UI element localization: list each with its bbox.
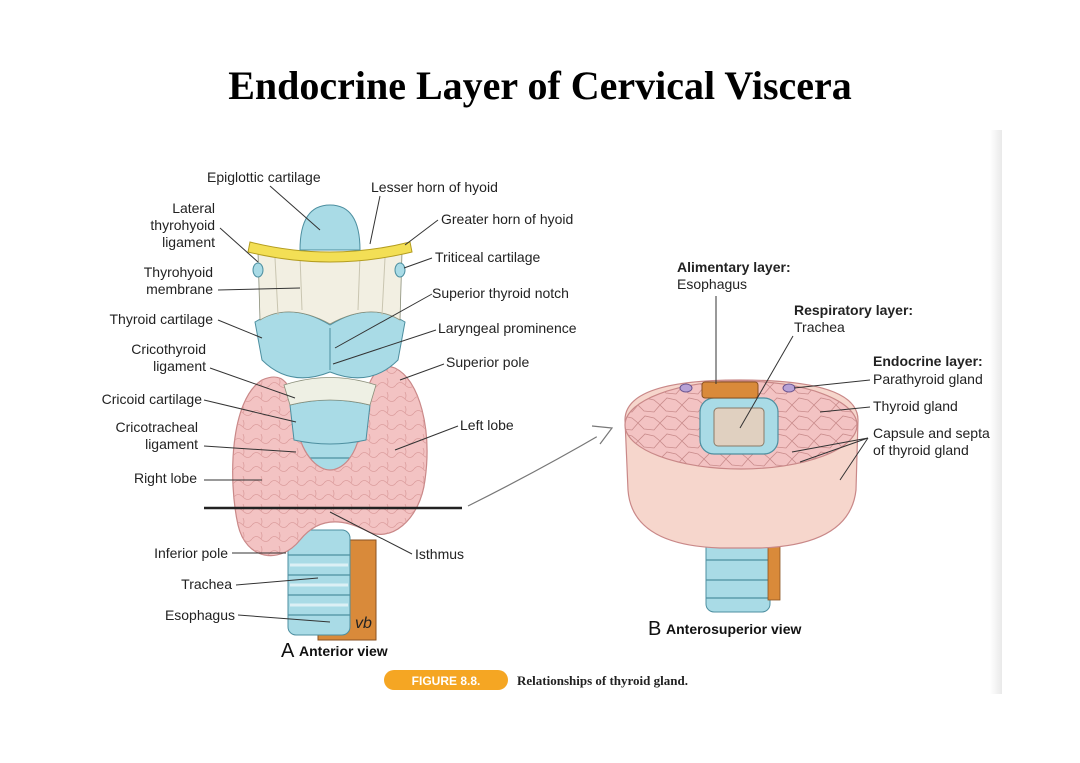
connector-arrow bbox=[467, 431, 606, 507]
label-capsule-line2: of thyroid gland bbox=[873, 442, 969, 458]
label-lateral-line1: Lateral bbox=[172, 200, 215, 216]
esophagus-section bbox=[701, 381, 759, 399]
figure-caption: FIGURE 8.8. Relationships of thyroid gla… bbox=[384, 670, 688, 690]
label-inferior-pole: Inferior pole bbox=[154, 545, 228, 561]
label-triticeal: Triticeal cartilage bbox=[435, 249, 541, 265]
cricoid-cartilage-shape bbox=[289, 399, 371, 445]
arrow-head bbox=[591, 425, 614, 445]
label-superior-notch: Superior thyroid notch bbox=[432, 285, 569, 301]
leader-lines-b bbox=[715, 296, 871, 481]
label-greater-horn: Greater horn of hyoid bbox=[441, 211, 573, 227]
figure-badge: FIGURE 8.8. bbox=[412, 674, 481, 688]
label-lesser-horn: Lesser horn of hyoid bbox=[371, 179, 498, 195]
label-lateral-line3: ligament bbox=[162, 234, 215, 250]
label-respiratory-layer: Respiratory layer: bbox=[794, 302, 913, 318]
figure-badge-bg bbox=[384, 670, 508, 690]
view-a-letter: A bbox=[281, 640, 295, 662]
leader-lines-a bbox=[203, 185, 459, 623]
view-b-letter: B bbox=[648, 618, 661, 640]
label-cricothyroid-line2: ligament bbox=[153, 358, 206, 374]
label-alimentary-layer: Alimentary layer: bbox=[677, 259, 791, 275]
label-thyrohyoid-line1: Thyrohyoid bbox=[144, 264, 213, 280]
artist-signature: vb bbox=[355, 615, 372, 632]
cricothyroid-ligament-shape bbox=[283, 377, 377, 406]
label-trachea-a: Trachea bbox=[181, 576, 232, 592]
label-thyroid-gland: Thyroid gland bbox=[873, 398, 958, 414]
label-esophagus-a: Esophagus bbox=[165, 607, 235, 623]
label-isthmus: Isthmus bbox=[415, 546, 464, 562]
label-epiglottic-cartilage: Epiglottic cartilage bbox=[207, 169, 321, 185]
figure-caption-text: Relationships of thyroid gland. bbox=[517, 673, 688, 688]
label-thyrohyoid-line2: membrane bbox=[146, 281, 213, 297]
label-superior-pole: Superior pole bbox=[446, 354, 529, 370]
scan-page-edge bbox=[990, 130, 1002, 694]
label-left-lobe: Left lobe bbox=[460, 417, 514, 433]
labels-anterior: Epiglottic cartilage Lesser horn of hyoi… bbox=[102, 169, 577, 662]
label-esophagus-b: Esophagus bbox=[677, 276, 747, 292]
slide-title: Endocrine Layer of Cervical Viscera bbox=[228, 63, 852, 108]
label-cricoid-cartilage: Cricoid cartilage bbox=[102, 391, 203, 407]
label-endocrine-layer: Endocrine layer: bbox=[873, 353, 983, 369]
label-cricotracheal-line1: Cricotracheal bbox=[116, 419, 198, 435]
view-a-caption: Anterior view bbox=[299, 643, 388, 659]
label-trachea-b: Trachea bbox=[794, 319, 845, 335]
parathyroid-right bbox=[782, 383, 796, 393]
hyoid-bone-shape bbox=[247, 241, 413, 263]
parathyroid-left bbox=[679, 383, 693, 393]
label-lateral-line2: thyrohyoid bbox=[150, 217, 215, 233]
label-capsule-line1: Capsule and septa bbox=[873, 425, 990, 441]
trachea-shape bbox=[287, 529, 351, 636]
view-b-caption: Anterosuperior view bbox=[666, 621, 801, 637]
label-parathyroid: Parathyroid gland bbox=[873, 371, 983, 387]
epiglottis-shape bbox=[299, 204, 361, 251]
label-cricotracheal-line2: ligament bbox=[145, 436, 198, 452]
anterior-view-illustration: vb bbox=[204, 204, 462, 641]
labels-anterosuperior: Alimentary layer: Esophagus Respiratory … bbox=[648, 259, 990, 640]
label-laryngeal-prominence: Laryngeal prominence bbox=[438, 320, 577, 336]
label-cricothyroid-line1: Cricothyroid bbox=[131, 341, 206, 357]
anterosuperior-view-illustration bbox=[624, 379, 859, 613]
label-thyroid-cartilage: Thyroid cartilage bbox=[110, 311, 214, 327]
label-right-lobe: Right lobe bbox=[134, 470, 197, 486]
